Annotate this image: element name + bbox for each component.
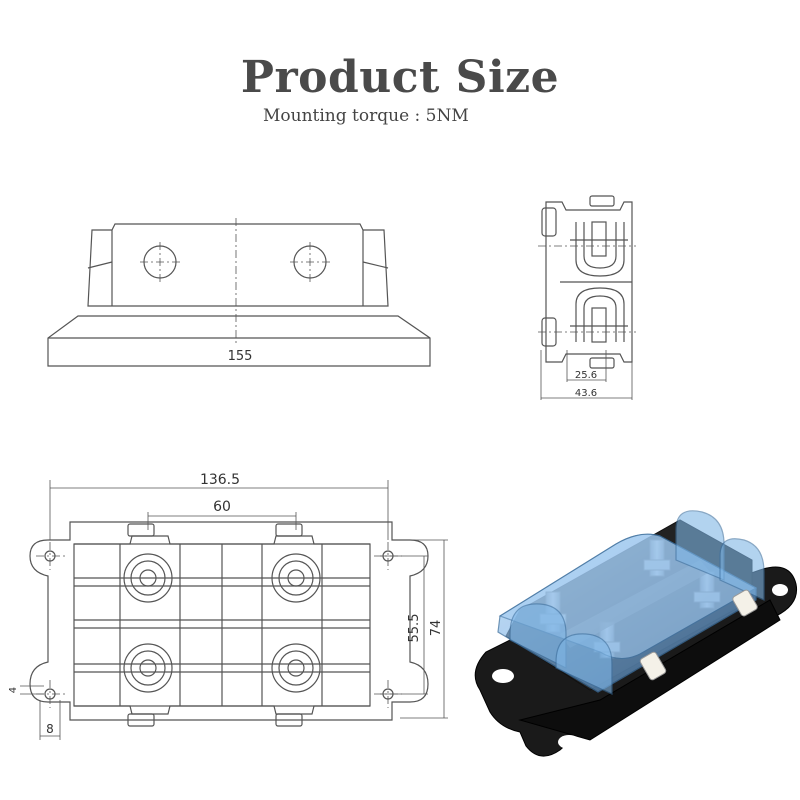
dim-small-offset: 4 bbox=[8, 687, 19, 693]
top-view bbox=[20, 480, 448, 740]
page-title: Product Size bbox=[240, 52, 560, 103]
dim-inner-height: 55.5 bbox=[407, 614, 422, 643]
dim-front-width: 155 bbox=[228, 349, 253, 364]
blue-cover bbox=[497, 510, 765, 695]
front-view bbox=[47, 218, 431, 367]
side-view bbox=[538, 195, 636, 400]
nut-bottom-left bbox=[123, 643, 173, 693]
nut-top-right bbox=[271, 553, 321, 603]
dim-outer-height: 74 bbox=[429, 620, 444, 637]
dim-top-width: 136.5 bbox=[200, 472, 240, 488]
nut-top-left bbox=[123, 553, 173, 603]
dim-hole-spacing: 60 bbox=[213, 499, 231, 515]
cover-screws bbox=[639, 589, 758, 681]
dim-edge-offset: 8 bbox=[46, 722, 54, 736]
dim-side-outer: 43.6 bbox=[575, 388, 597, 399]
product-photo bbox=[474, 510, 798, 757]
base-hole-right bbox=[772, 584, 788, 596]
base-hole-bottom bbox=[558, 735, 580, 749]
nut-bottom-right bbox=[271, 643, 321, 693]
page-subtitle: Mounting torque : 5NM bbox=[263, 106, 469, 126]
base-hole-left bbox=[492, 669, 514, 683]
dim-side-inner: 25.6 bbox=[575, 370, 597, 381]
